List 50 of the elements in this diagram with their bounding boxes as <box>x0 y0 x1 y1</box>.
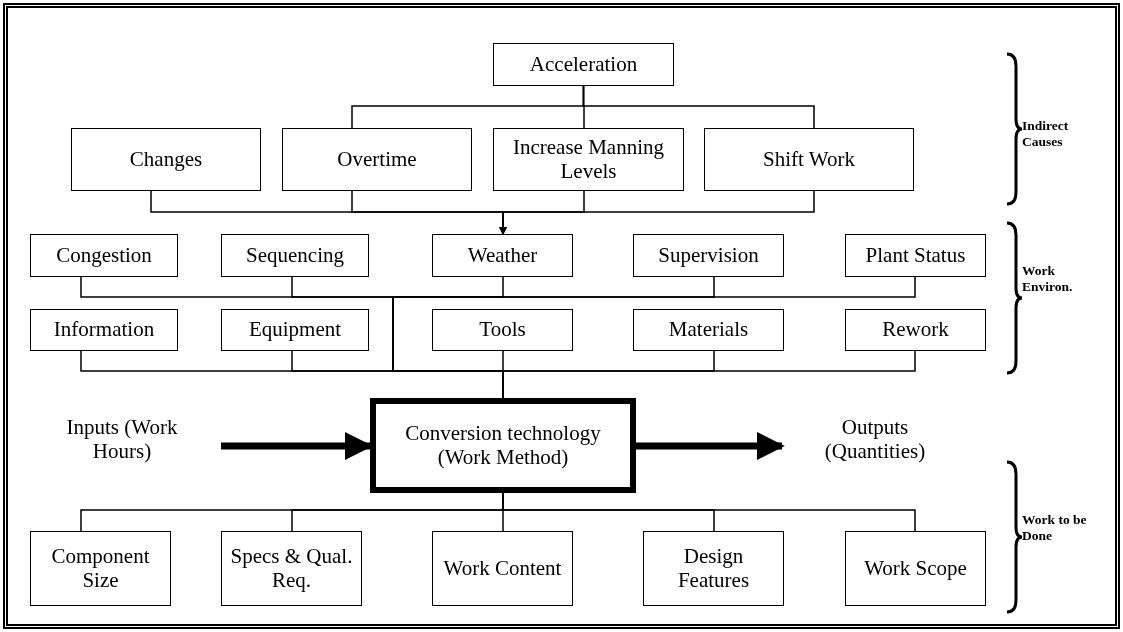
factor-box <box>633 309 784 351</box>
factor-box <box>493 128 684 191</box>
factor-box <box>221 234 369 277</box>
factor-box <box>282 128 472 191</box>
factor-box <box>432 309 573 351</box>
node-label: Tools <box>479 318 526 342</box>
node-label: Component Size <box>50 545 151 592</box>
factor-box <box>845 309 986 351</box>
node-label: Rework <box>882 318 949 342</box>
node-label: Weather <box>467 243 538 268</box>
brace-label: Work to be Done <box>1022 512 1088 544</box>
node-label: Information <box>53 318 155 342</box>
node-label: Outputs (Quantities) <box>823 416 927 464</box>
factor-box <box>704 128 914 191</box>
node-label: Increase Manning Levels <box>512 136 665 183</box>
node-label: Sequencing <box>246 243 344 268</box>
factor-box <box>845 234 986 277</box>
brace-label: Indirect Causes <box>1022 118 1070 150</box>
connector-line <box>582 85 815 129</box>
arrow <box>636 432 785 460</box>
node-label: Equipment <box>248 318 342 342</box>
process-box <box>370 398 636 493</box>
factor-box <box>493 43 674 86</box>
node-label: Specs & Qual. Req. <box>229 545 354 592</box>
node-label: Changes <box>129 147 203 172</box>
node-label: Plant Status <box>865 243 966 268</box>
node-label: Congestion <box>56 243 152 268</box>
node-label: Materials <box>668 318 749 342</box>
factor-box <box>221 309 369 351</box>
node-label: Shift Work <box>763 147 855 172</box>
factor-box <box>30 531 171 606</box>
factor-box <box>432 531 573 606</box>
node-label: Conversion technology (Work Method) <box>404 422 602 469</box>
brace-label: Work Environ. <box>1022 263 1074 295</box>
factor-box <box>30 309 178 351</box>
node-label: Work Scope <box>864 556 967 581</box>
node-label: Acceleration <box>529 52 638 77</box>
node-label: Overtime <box>337 147 417 172</box>
arrow <box>499 190 815 235</box>
factor-box <box>643 531 784 606</box>
node-label: Design Features <box>676 545 751 592</box>
factor-box <box>71 128 261 191</box>
node-label: Work Content <box>443 556 562 581</box>
factor-box <box>30 234 178 277</box>
factor-box <box>221 531 362 606</box>
node-label: Supervision <box>658 243 759 268</box>
factor-box <box>633 234 784 277</box>
factor-box <box>845 531 986 606</box>
factor-box <box>432 234 573 277</box>
node-label: Inputs (Work Hours) <box>65 416 179 464</box>
